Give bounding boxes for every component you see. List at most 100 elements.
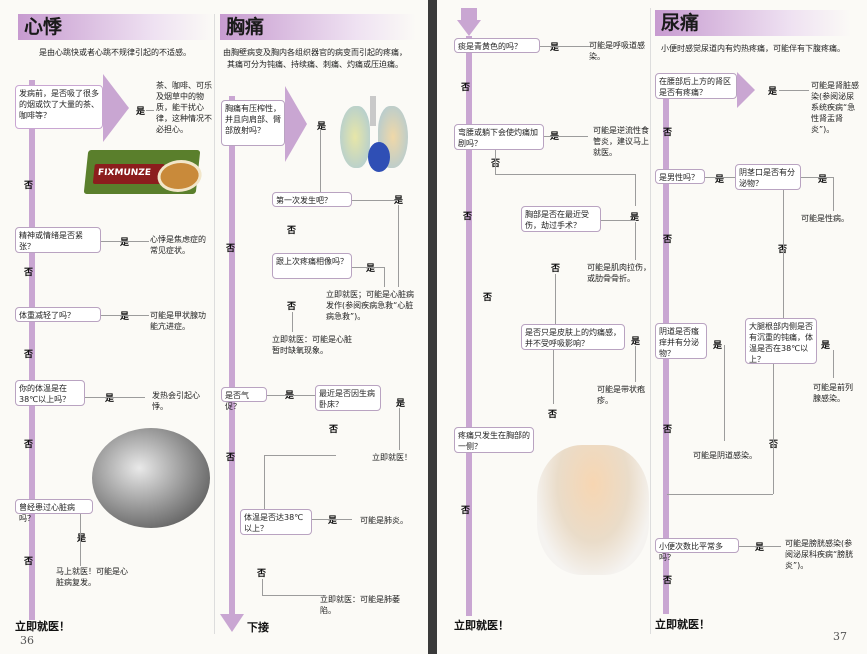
chest-cont-q4: 是否只是皮肤上的灼痛感，并不受呼吸影响？	[521, 324, 625, 350]
chest-q2: 第一次发生吧？	[272, 192, 352, 207]
urination-end: 立即就医！	[655, 618, 710, 631]
palpitation-q4: 你的体温是在38℃以上吗？	[15, 380, 85, 406]
right-page: 痰是青黄色的吗？ 是 可能是呼吸道感染。 否 弯腰或躺下会使灼痛加剧吗？ 是 可…	[437, 0, 867, 654]
yes-label: 是	[818, 175, 828, 185]
yes-label: 是	[396, 399, 406, 409]
no-label: 否	[551, 264, 561, 274]
no-label: 否	[287, 226, 297, 236]
urination-q6: 小便次数比平常多吗？	[655, 538, 739, 562]
no-label: 否	[24, 268, 34, 278]
yes-label: 是	[713, 341, 723, 351]
palpitation-a5: 马上就医！可能是心脏病复发。	[56, 567, 128, 587]
chest-q3: 跟上次疼痛相像吗？	[272, 253, 352, 279]
urination-a5: 可能是前列腺感染。	[813, 383, 853, 403]
urination-q1: 在腰部后上方的肾区是否有疼痛？	[655, 73, 737, 99]
urination-q5: 大腿根部内侧是否有沉重的钝痛，体温是否在38℃以上？	[745, 318, 817, 364]
no-label: 否	[663, 576, 673, 586]
palpitation-a4: 发热会引起心悸。	[152, 391, 200, 411]
arrow-down-icon	[457, 8, 481, 38]
chest-q1: 胸痛有压榨性，并且向肩部、臂部放射吗？	[221, 100, 285, 146]
no-label: 否	[24, 440, 34, 450]
urination-a3: 可能是性病。	[801, 214, 849, 223]
yes-label: 是	[317, 122, 327, 132]
left-page: 心悸 是由心跳快或者心跳不规律引起的不适感。 发病前，是否吸了很多的烟或饮了大量…	[0, 0, 428, 654]
urination-q2: 是男性吗？	[655, 169, 705, 184]
no-label: 否	[226, 453, 236, 463]
palpitation-q5: 曾经患过心脏病吗？	[15, 499, 93, 523]
no-label: 否	[461, 506, 471, 516]
palpitation-a1: 茶、咖啡、可乐及烟草中的物质，能干扰心律，这种情况不必担心。	[156, 81, 212, 134]
yes-label: 是	[105, 394, 115, 404]
continue-label: 下接	[247, 621, 269, 634]
chest-pain-intro: 由胸壁病变及胸内各组织器官的病变而引起的疼痛，其痛可分为钝痛、持续痛、刺痛、灼痛…	[223, 48, 407, 69]
yes-label: 是	[120, 238, 130, 248]
chest-cont-end: 立即就医！	[454, 619, 509, 632]
arrow-right-icon	[285, 86, 307, 162]
chest-cont-trunk	[466, 36, 472, 616]
urination-q4: 阴道是否瘙痒并有分泌物？	[655, 323, 707, 359]
yes-label: 是	[366, 264, 376, 274]
no-label: 否	[461, 83, 471, 93]
yes-label: 是	[120, 312, 130, 322]
palpitation-trunk	[29, 80, 35, 620]
no-label: 否	[663, 425, 673, 435]
chest-q5: 最近是否因生病卧床？	[315, 385, 381, 411]
no-label: 否	[463, 212, 473, 222]
no-label: 否	[24, 350, 34, 360]
chest-cont-q1: 痰是青黄色的吗？	[454, 38, 540, 53]
chest-cont-q5: 疼痛只发生在胸部的一侧？	[454, 427, 534, 453]
no-label: 否	[24, 181, 34, 191]
yes-label: 是	[328, 516, 338, 526]
yes-label: 是	[136, 107, 146, 117]
yes-label: 是	[77, 534, 87, 544]
yes-label: 是	[394, 196, 404, 206]
patient-illustration	[537, 445, 649, 575]
urination-a1: 可能是肾脏感染(参阅泌尿系统疾病“急性肾盂肾炎”)。	[811, 81, 859, 134]
urination-a6: 可能是膀胱感染(参阅泌尿科疾病“膀胱炎”)。	[785, 539, 854, 570]
chest-a2: 立即就医：可能是心脏暂时缺氧现象。	[272, 335, 352, 355]
palpitation-q2: 精神或情绪是否紧张？	[15, 227, 101, 253]
chest-pain-title: 胸痛	[220, 14, 416, 40]
chest-cont-a3: 可能是肌肉拉伤，或肋骨骨折。	[587, 263, 651, 283]
palpitation-intro: 是由心跳快或者心跳不规律引起的不适感。	[39, 48, 191, 57]
yes-label: 是	[550, 43, 560, 53]
palpitation-q3: 体重减轻了吗？	[15, 307, 101, 322]
palpitation-title: 心悸	[18, 14, 214, 40]
chest-cont-a4: 可能是带状疱疹。	[597, 385, 645, 405]
chest-a6: 可能是肺炎。	[360, 516, 408, 525]
no-label: 否	[663, 128, 673, 138]
palpitation-end: 立即就医！	[15, 620, 70, 633]
chest-cont-a2: 可能是逆流性食管炎，建议马上就医。	[593, 126, 649, 157]
tea-product-image: FIXMUNZE	[83, 150, 204, 194]
palpitation-a3: 可能是甲状腺功能亢进症。	[150, 311, 206, 331]
chest-a3: 立即就医；可能是心脏病发作(参阅疾病急救“心脏病急救”)。	[326, 290, 414, 321]
no-label: 否	[483, 293, 493, 303]
yes-label: 是	[821, 341, 831, 351]
no-label: 否	[663, 235, 673, 245]
no-label: 否	[226, 244, 236, 254]
yes-label: 是	[755, 543, 765, 553]
chest-q4: 是否气促？	[221, 387, 267, 411]
urination-a4: 可能是阴道感染。	[693, 451, 757, 460]
yes-label: 是	[768, 87, 778, 97]
yes-label: 是	[285, 391, 295, 401]
yes-label: 是	[715, 175, 725, 185]
no-label: 否	[329, 425, 339, 435]
no-label: 否	[257, 569, 267, 579]
palpitation-q1: 发病前，是否吸了很多的烟或饮了大量的茶、咖啡等？	[15, 85, 103, 129]
yes-label: 是	[630, 213, 640, 223]
arrow-right-icon	[103, 74, 129, 142]
no-label: 否	[24, 557, 34, 567]
no-label: 否	[778, 245, 788, 255]
no-label: 否	[548, 410, 558, 420]
teacup-icon	[155, 160, 204, 192]
chest-a5: 立即就医！	[372, 453, 412, 462]
yes-label: 是	[631, 337, 641, 347]
page-number: 37	[833, 630, 847, 643]
chest-cont-q3: 胸部是否在最近受伤，劫过手术？	[521, 206, 601, 232]
urination-pain-intro: 小便时感觉尿道内有灼热疼痛，可能伴有下腹疼痛。	[661, 44, 845, 53]
chest-trunk	[229, 96, 235, 616]
chest-a7: 立即就医：可能是肺萎陷。	[320, 595, 400, 615]
palpitation-a2: 心悸是焦虑症的常见症状。	[150, 235, 206, 255]
arrow-down-icon	[220, 614, 244, 632]
